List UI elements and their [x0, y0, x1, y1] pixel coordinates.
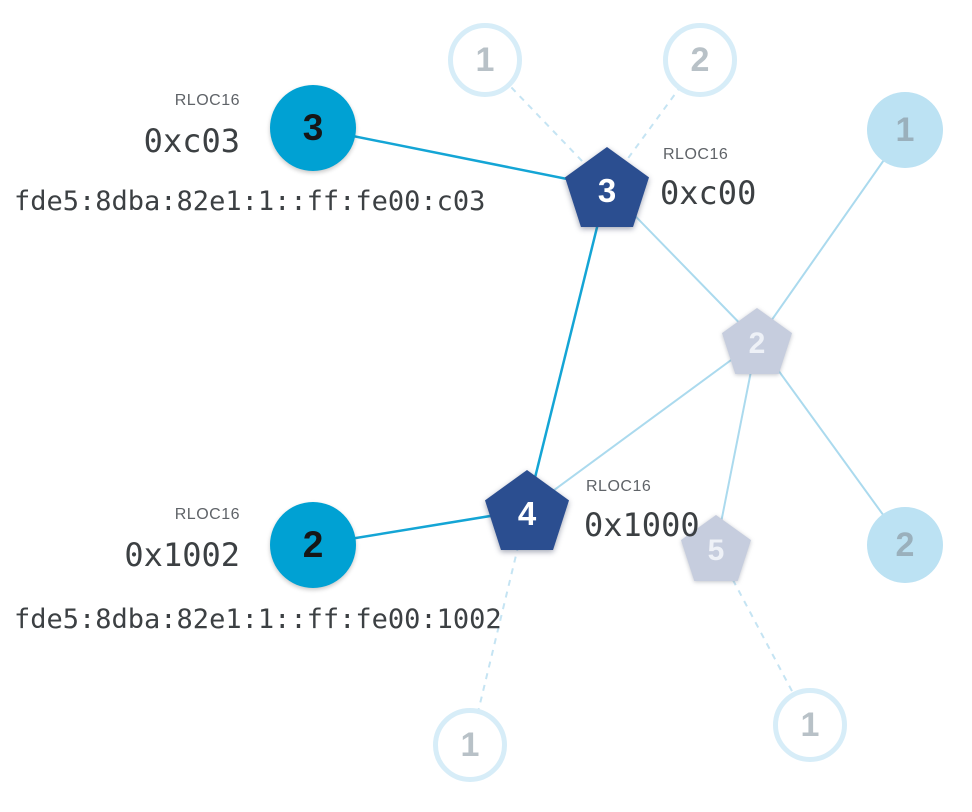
- child-node-bottom-2[interactable]: 1: [773, 688, 847, 762]
- rloc16-title-c03: RLOC16: [174, 92, 240, 109]
- router-node-4[interactable]: 4: [485, 470, 569, 550]
- rloc16-value-1000: 0x1000: [584, 506, 700, 544]
- child-node-top-2[interactable]: 2: [663, 23, 737, 97]
- rloc16-value-1002: 0x1002: [124, 536, 240, 574]
- node-label: 1: [800, 705, 820, 744]
- node-label: 2: [690, 40, 710, 79]
- edge-child3-router3: [312, 126, 608, 189]
- edge-router2-right2: [756, 340, 906, 546]
- child-node-3[interactable]: 3: [270, 85, 356, 171]
- edge-router5-bottom2: [715, 547, 811, 726]
- node-label: 2: [302, 524, 324, 565]
- ipv6-address-c03: fde5:8dba:82e1:1::ff:fe00:c03: [14, 186, 486, 217]
- edge-router2-router4: [526, 340, 758, 511]
- child-node-bottom-1[interactable]: 1: [433, 708, 507, 782]
- node-label: 5: [707, 534, 725, 567]
- node-label: 1: [475, 40, 495, 79]
- rloc16-title-1000: RLOC16: [586, 478, 652, 495]
- node-label: 1: [895, 110, 915, 149]
- rloc16-value-c00: 0xc00: [660, 174, 757, 212]
- child-node-2[interactable]: 2: [270, 502, 356, 588]
- rloc16-value-c03: 0xc03: [143, 122, 240, 160]
- ipv6-address-1002: fde5:8dba:82e1:1::ff:fe00:1002: [14, 604, 502, 635]
- child-node-right-1[interactable]: 1: [867, 92, 943, 168]
- rloc16-title-c00: RLOC16: [663, 146, 729, 163]
- node-label: 1: [460, 725, 480, 764]
- node-label: 4: [517, 495, 537, 532]
- rloc16-title-1002: RLOC16: [174, 506, 240, 523]
- node-label: 2: [748, 327, 766, 360]
- router-node-5-faded[interactable]: 5: [681, 515, 751, 581]
- child-node-right-2[interactable]: 2: [867, 507, 943, 583]
- edge-router3-router4: [525, 186, 609, 511]
- node-label: 3: [597, 172, 617, 209]
- edge-router2-router5: [715, 340, 758, 549]
- router-node-2-faded[interactable]: 2: [722, 308, 792, 374]
- edge-router2-right1: [756, 129, 906, 342]
- router-node-3[interactable]: 3: [565, 147, 649, 227]
- node-label: 3: [302, 107, 324, 148]
- child-node-top-1[interactable]: 1: [448, 23, 522, 97]
- node-label: 2: [895, 525, 915, 564]
